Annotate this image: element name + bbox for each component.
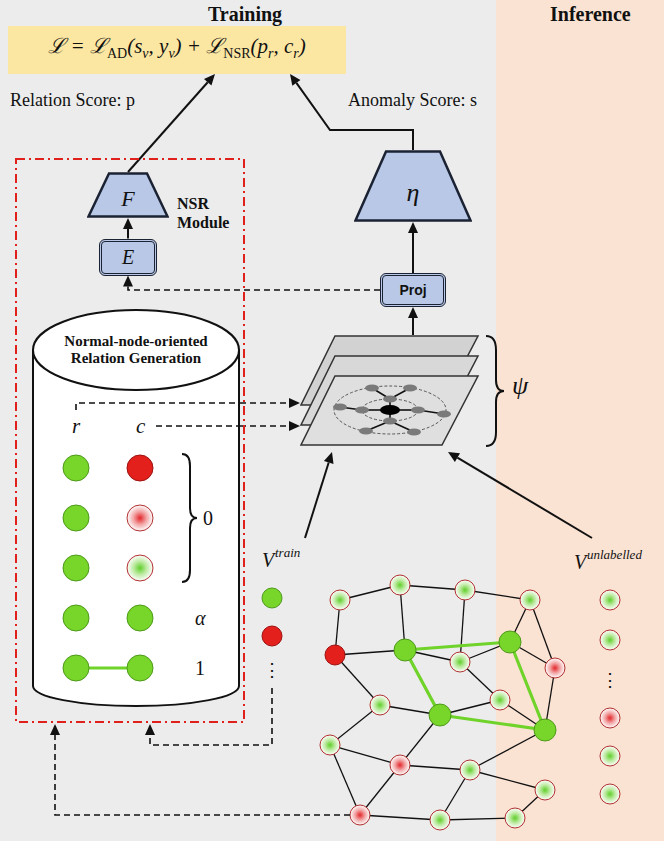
trapezoid-head: F xyxy=(87,172,169,218)
relation-value: α xyxy=(195,607,206,630)
ellipsis-mark: ⋮ xyxy=(263,660,281,681)
dashed-connector xyxy=(123,276,380,291)
formula-text: r xyxy=(268,46,273,61)
formula-text: , c xyxy=(273,34,293,58)
dashed-connector xyxy=(240,421,300,431)
gnn-layer-stack: ψ xyxy=(300,335,480,447)
connector-arrow xyxy=(408,307,418,335)
formula-text: , y xyxy=(149,34,169,58)
projection-box: Proj xyxy=(380,273,446,307)
text-holder: Proj xyxy=(383,276,443,304)
connector-arrow xyxy=(128,74,215,172)
score-label: Anomaly Score: s xyxy=(348,90,477,111)
module-title: NSR Module xyxy=(177,194,243,232)
formula-text: (s xyxy=(127,34,142,58)
formula-text: AD xyxy=(107,46,127,61)
projection-label: Proj xyxy=(399,282,426,298)
relation-value: 1 xyxy=(195,657,205,680)
panel-heading: Training xyxy=(208,3,282,26)
ellipsis-mark: ⋮ xyxy=(601,670,619,691)
formula-text: r xyxy=(293,46,298,61)
formula-text: ℒ = ℒ xyxy=(48,34,107,58)
column-symbol: r xyxy=(72,414,80,438)
normal-relation-edges xyxy=(405,642,545,730)
panel-heading: Inference xyxy=(550,3,631,26)
connector-arrow xyxy=(123,218,133,239)
text-line: E xyxy=(122,246,134,269)
encoder-symbol: E xyxy=(122,246,134,268)
text-line: ℒ = ℒAD(sv, yv) + ℒNSR(pr, cr) xyxy=(48,33,305,67)
nsr-module-region: NSR Module F E Normal-node-oriented Relatio… xyxy=(15,158,245,723)
head-symbol: η xyxy=(407,178,420,207)
gnn-layers xyxy=(300,335,480,447)
inference-panel xyxy=(496,0,664,841)
set-superscript: unlabelled xyxy=(587,548,642,563)
set-superscript: train xyxy=(275,546,300,561)
gnn-symbol: ψ xyxy=(512,371,528,401)
text-line: F xyxy=(121,186,134,212)
text-line: η xyxy=(407,178,420,208)
head-symbol: F xyxy=(121,186,134,211)
encoder-box: E xyxy=(99,239,157,276)
cylinder-title: Normal-node-oriented Relation Generation xyxy=(61,333,211,367)
set-symbol: V xyxy=(574,551,586,574)
connector-arrow xyxy=(408,222,418,273)
connector-arrow xyxy=(290,74,413,150)
trapezoid-head: η xyxy=(354,150,472,222)
text-holder: ℒ = ℒAD(sv, yv) + ℒNSR(pr, cr) xyxy=(8,26,346,74)
dashed-connector xyxy=(240,398,300,408)
relation-value: 0 xyxy=(203,507,213,530)
text-holder: E xyxy=(102,242,154,273)
column-symbol: c xyxy=(136,414,145,438)
layer-brace xyxy=(486,336,504,446)
loss-formula-box: ℒ = ℒAD(sv, yv) + ℒNSR(pr, cr) xyxy=(8,26,346,74)
formula-text: ) + ℒ xyxy=(175,34,224,58)
text-holder: η xyxy=(354,150,472,222)
input-arrows xyxy=(305,452,592,538)
training-panel xyxy=(0,0,496,841)
text-holder: F xyxy=(87,172,169,218)
graph-edges xyxy=(330,585,555,820)
formula-text: NSR xyxy=(223,46,250,61)
formula-text: v xyxy=(142,46,148,61)
score-label: Relation Score: p xyxy=(10,90,135,111)
dashed-feed-arrows xyxy=(50,688,350,815)
text-line: Proj xyxy=(399,280,426,299)
formula-text: v xyxy=(168,46,174,61)
set-symbol: V xyxy=(262,549,274,572)
graph-nodes xyxy=(320,575,565,830)
formula-text: ) xyxy=(299,34,306,58)
formula-text: (p xyxy=(251,34,269,58)
node-set-columns xyxy=(262,588,620,804)
